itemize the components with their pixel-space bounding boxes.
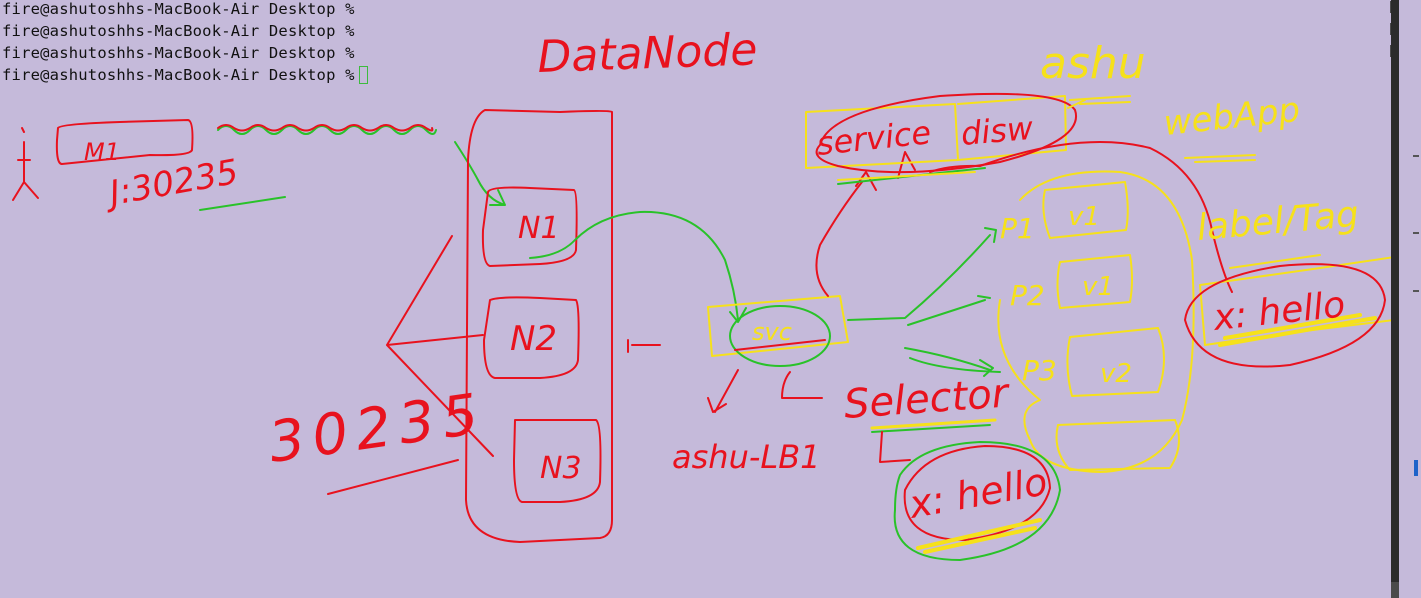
right-margin — [1399, 0, 1421, 598]
node-n3-box — [513, 419, 602, 503]
label-right-ellipse — [1184, 263, 1386, 368]
prompt-text: fire@ashutoshhs-MacBook-Air Desktop % — [2, 66, 355, 84]
scroll-position-marker — [1414, 460, 1418, 476]
pod-p3-version: v2 — [1100, 359, 1132, 389]
arrow-svc-to-selector — [781, 371, 823, 399]
margin-tick — [1413, 290, 1419, 292]
link-n1-to-svc — [529, 210, 747, 323]
lb-label: ashu-LB1 — [672, 438, 821, 476]
datanode-title: DataNode — [537, 24, 759, 83]
node-n2-box — [483, 296, 580, 379]
margin-tick — [1413, 232, 1419, 234]
caret-red — [897, 151, 916, 179]
nodeport-label: 30235 — [265, 381, 490, 476]
prompt-text: fire@ashutoshhs-MacBook-Air Desktop % — [2, 44, 355, 62]
label-right-highlight — [1218, 313, 1377, 347]
underline-nodeport — [327, 459, 459, 495]
terminal-prompt-line: fire@ashutoshhs-MacBook-Air Desktop % — [2, 0, 355, 20]
selector-underline — [870, 418, 997, 430]
margin-tick — [1413, 155, 1419, 157]
pod-p2-box — [1056, 254, 1133, 309]
annotation-drawing-layer: DataNode ashu M1 J:30235 N1 N2 N3 30235 … — [12, 24, 1392, 561]
cluster-box — [465, 109, 613, 543]
label-bottom-ellipse-red — [903, 445, 1051, 541]
link-discovery-to-label — [929, 141, 1233, 293]
squiggle-red — [217, 124, 434, 132]
node-n2-label: N2 — [510, 319, 557, 359]
pod-m1-label: M1 — [84, 138, 120, 166]
arrows-svc-to-pods — [847, 227, 1001, 377]
webapp-label: webApp — [1162, 90, 1302, 144]
label-bottom-text: x: hello — [905, 459, 1051, 527]
pod-p3-box — [1066, 327, 1165, 397]
pod-p4-box — [1055, 419, 1180, 471]
pod-p2-version: v1 — [1082, 272, 1114, 302]
terminal-window[interactable]: fire@ashutoshhs-MacBook-Air Desktop % fi… — [0, 0, 1392, 598]
svc-label: svc — [752, 318, 792, 346]
arrow-to-n1 — [454, 141, 506, 206]
arrow-left-to-cluster — [627, 339, 661, 353]
user-stick-figure — [12, 127, 39, 201]
label-bottom-ellipse-green — [893, 441, 1061, 561]
discovery-underline-yellow — [837, 171, 976, 181]
underline-green-port — [199, 196, 286, 211]
arrow-svc-to-lb — [707, 369, 739, 413]
pod-p3-label: P3 — [1022, 354, 1057, 387]
pods-group-outline — [997, 170, 1195, 473]
port-label: J:30235 — [101, 152, 242, 215]
label-tag-underline — [1229, 254, 1321, 269]
arrow-selector-to-label — [879, 431, 911, 463]
terminal-scrollbar[interactable] — [1391, 0, 1399, 598]
prompt-text: fire@ashutoshhs-MacBook-Air Desktop % — [2, 22, 355, 40]
pod-p1-box — [1042, 181, 1129, 239]
selector-underline-green — [871, 424, 991, 433]
discovery-label: disw — [959, 109, 1035, 153]
lines-nodeport-to-nodes — [386, 235, 494, 457]
owner-pointer — [1067, 95, 1131, 109]
terminal-prompt-line: fire@ashutoshhs-MacBook-Air Desktop % — [2, 20, 355, 42]
service-label: service — [815, 113, 933, 163]
owner-label: ashu — [1040, 38, 1146, 89]
link-svc-to-discovery — [815, 171, 877, 297]
svc-box — [707, 295, 849, 357]
terminal-prompt-line: fire@ashutoshhs-MacBook-Air Desktop % — [2, 42, 355, 64]
text-cursor — [358, 66, 368, 84]
label-tag-box — [1199, 256, 1392, 346]
pod-p1-version: v1 — [1068, 202, 1100, 232]
terminal-prompt-line-active[interactable]: fire@ashutoshhs-MacBook-Air Desktop % — [2, 64, 368, 86]
prompt-text: fire@ashutoshhs-MacBook-Air Desktop % — [2, 0, 355, 18]
pod-p1-label: P1 — [1000, 212, 1035, 245]
label-tag-title: label/Tag — [1195, 194, 1360, 249]
node-n1-box — [481, 186, 578, 267]
svc-ellipse — [729, 305, 831, 367]
scrollbar-thumb[interactable] — [1391, 582, 1399, 598]
svc-underline — [734, 339, 826, 351]
pod-m1-box — [55, 119, 194, 165]
service-discovery-ellipse — [815, 92, 1078, 174]
pod-p2-label: P2 — [1010, 279, 1045, 312]
webapp-underline — [1184, 154, 1256, 163]
label-right-text: x: hello — [1211, 284, 1347, 339]
node-n1-label: N1 — [518, 211, 560, 246]
label-bottom-highlight — [916, 518, 1042, 554]
node-n3-label: N3 — [540, 451, 582, 486]
squiggle-green — [217, 125, 437, 135]
